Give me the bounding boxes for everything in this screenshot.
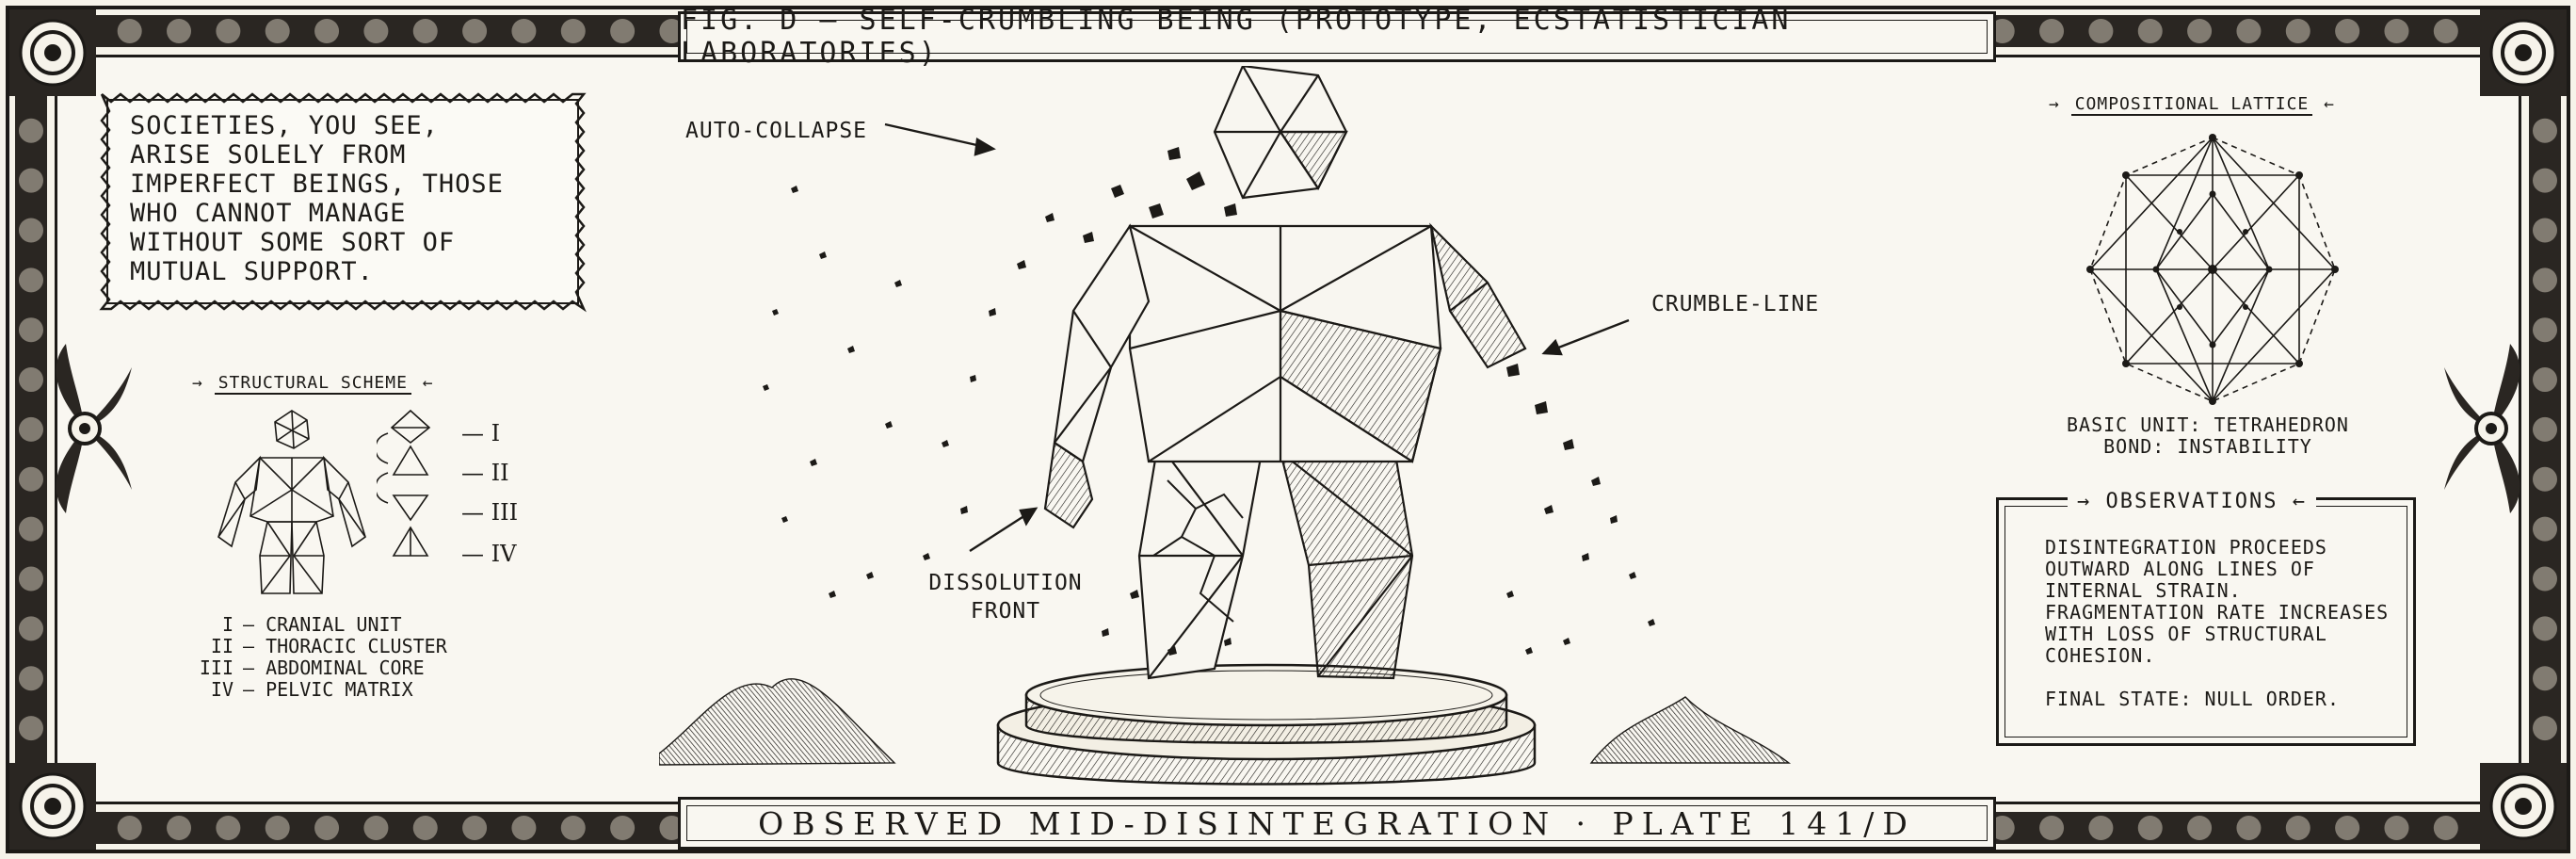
figure-torso (1128, 224, 1442, 463)
scheme-numeral-iv: — IV (461, 541, 517, 567)
corner-rosette-icon (9, 763, 96, 850)
lattice-heading: → COMPOSITIONAL LATTICE ← (2049, 94, 2335, 116)
outer-border-line (6, 6, 2570, 853)
figure-legs (1137, 441, 1414, 680)
figure-head (1213, 66, 1348, 200)
tetrahedron-stack-icon (377, 409, 431, 557)
observations-heading: → OBSERVATIONS ← (2068, 490, 2316, 513)
corner-rosette-icon (2480, 9, 2567, 96)
corner-rosette-icon (2480, 763, 2567, 850)
legend-row: II— THORACIC CLUSTER (210, 635, 447, 657)
lattice-caption-bond: BOND: INSTABILITY (2103, 435, 2312, 458)
legend-row: III— ABDOMINAL CORE (199, 656, 425, 679)
dissolution-cracks (1152, 479, 1244, 623)
structural-scheme-heading: → STRUCTURAL SCHEME ← (192, 373, 434, 395)
legend-row: I— CRANIAL UNIT (221, 613, 402, 636)
scheme-numeral-iii: — III (461, 499, 519, 526)
zigzag-frame-icon (99, 92, 587, 313)
scheme-legend: I— CRANIAL UNIT II— THORACIC CLUSTER III… (185, 614, 447, 701)
auto-collapse-label: AUTO-COLLAPSE (685, 119, 868, 143)
rubble-pile-right (1589, 696, 1792, 764)
plate-title: FIG. D — SELF-CRUMBLING BEING (PROTOTYPE… (678, 4, 1996, 70)
plate-title-text: FIG. D — SELF-CRUMBLING BEING (PROTOTYPE… (681, 4, 1792, 70)
quote-box: SOCIETIES, YOU SEE, ARISE SOLELY FROM IM… (98, 90, 588, 313)
crumbling-being-illustration (659, 66, 1792, 786)
dissolution-front-label-line-2: FRONT (970, 599, 1041, 624)
plate-footer: OBSERVED MID-DISINTEGRATION · PLATE 141/… (678, 797, 1996, 850)
pedestal (996, 663, 1537, 786)
winged-ornament-left-icon (56, 344, 132, 513)
compositional-lattice-diagram (2086, 134, 2339, 405)
lattice-caption-unit: BASIC UNIT: TETRAHEDRON (2067, 413, 2349, 436)
rubble-pile-left (659, 678, 896, 766)
lattice-caption: BASIC UNIT: TETRAHEDRON BOND: INSTABILIT… (2043, 414, 2373, 458)
debris-fragments (763, 147, 1655, 656)
crumble-line-label: CRUMBLE-LINE (1651, 292, 1820, 316)
callout-arrows (884, 122, 1630, 553)
observations-final-state: FINAL STATE: NULL ORDER. (2045, 688, 2340, 710)
figure-arms (1043, 222, 1527, 529)
winged-ornament-right-icon (2444, 344, 2520, 513)
scheme-numeral-ii: — II (461, 460, 509, 486)
polyhedral-figure-scheme-icon (217, 410, 366, 594)
quote-text: SOCIETIES, YOU SEE, ARISE SOLELY FROM IM… (130, 111, 504, 286)
plate-footer-text: OBSERVED MID-DISINTEGRATION · PLATE 141/… (758, 804, 1916, 842)
legend-row: IV— PELVIC MATRIX (210, 678, 413, 701)
scheme-numeral-i: — I (461, 420, 501, 446)
observations-text: DISINTEGRATION PROCEEDS OUTWARD ALONG LI… (2045, 536, 2390, 667)
corner-rosette-icon (9, 9, 96, 96)
dissolution-front-label-line-1: DISSOLUTION (928, 571, 1083, 595)
